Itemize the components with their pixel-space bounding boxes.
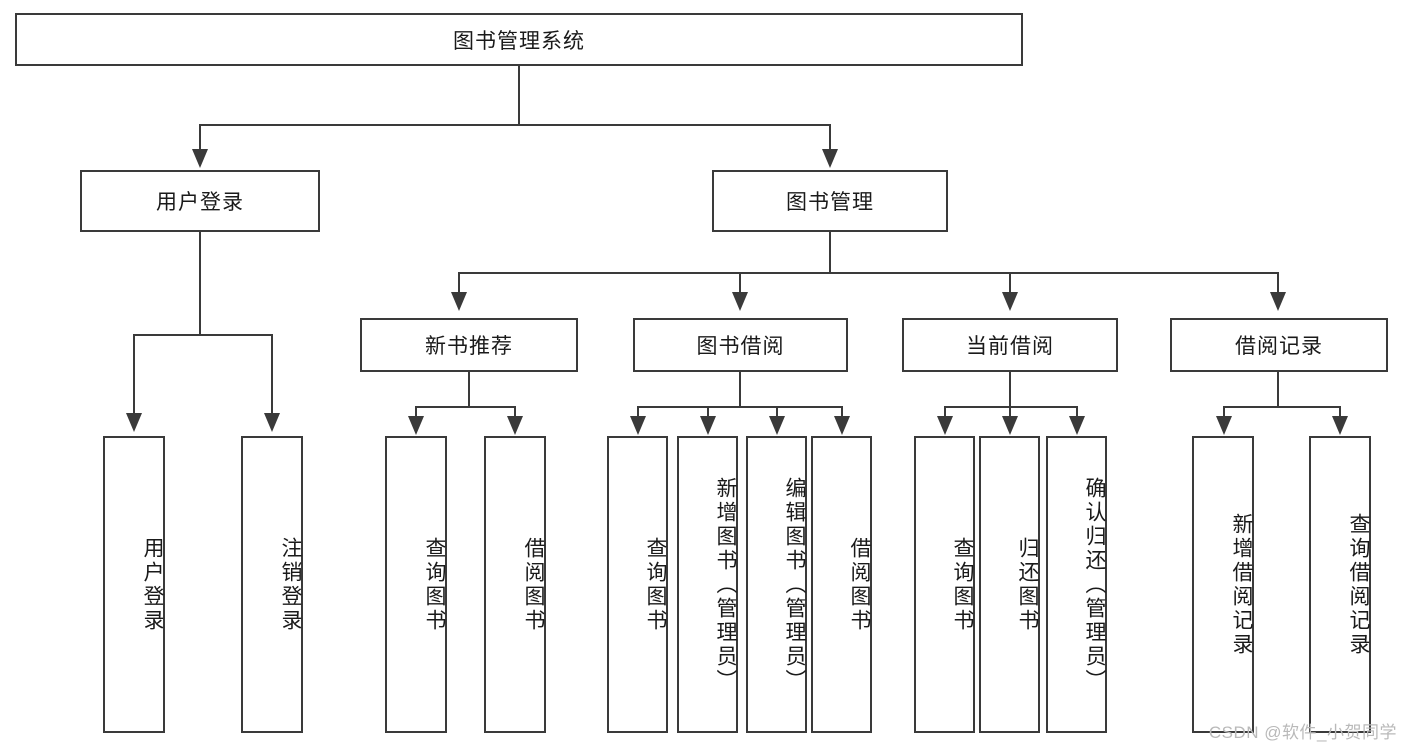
arrowhead-borrow-records-leaf-2	[1332, 416, 1348, 435]
edge-new-book-to-leaf-1	[415, 406, 417, 417]
leaf-user-login-1[interactable]: 用户登录	[103, 436, 165, 733]
node-current-borrow[interactable]: 当前借阅	[902, 318, 1118, 372]
node-book-borrow[interactable]: 图书借阅	[633, 318, 848, 372]
arrowhead-user-login-leaf-1	[126, 413, 142, 432]
node-book-management-label: 图书管理	[786, 191, 874, 214]
leaf-new-book-2-label: 借阅图书	[522, 536, 545, 633]
edge-book-borrow-to-leaf-4	[841, 406, 843, 417]
edge-borrow-records-to-leaf-2	[1339, 406, 1341, 417]
node-book-borrow-label: 图书借阅	[696, 335, 785, 358]
edge-root-to-book-mgmt	[829, 124, 831, 150]
arrowhead-root-to-book-mgmt	[822, 149, 838, 168]
node-new-book-recommend[interactable]: 新书推荐	[360, 318, 578, 372]
node-new-book-recommend-label: 新书推荐	[425, 335, 513, 358]
edge-current-borrow-to-leaf-3	[1076, 406, 1078, 417]
arrowhead-book-borrow-leaf-4	[834, 416, 850, 435]
node-current-borrow-label: 当前借阅	[966, 335, 1054, 358]
leaf-book-borrow-2[interactable]: 新增图书（管理员）	[677, 436, 738, 733]
leaf-book-borrow-1-label: 查询图书	[644, 536, 667, 633]
arrowhead-borrow-records-leaf-1	[1216, 416, 1232, 435]
edge-book-borrow-bus	[637, 406, 843, 408]
edge-new-book-stem	[468, 372, 470, 407]
edge-book-borrow-to-leaf-2	[707, 406, 709, 417]
edge-book-mgmt-to-new-book	[458, 272, 460, 293]
arrowhead-book-borrow-leaf-2	[700, 416, 716, 435]
edge-root-stem	[518, 66, 520, 125]
edge-user-login-stem	[199, 232, 201, 335]
edge-root-bus	[199, 124, 831, 126]
leaf-borrow-records-2[interactable]: 查询借阅记录	[1309, 436, 1371, 733]
node-borrow-records-label: 借阅记录	[1235, 335, 1323, 358]
edge-user-login-to-leaf-2	[271, 334, 273, 414]
edge-new-book-bus	[415, 406, 516, 408]
arrowhead-current-borrow-leaf-2	[1002, 416, 1018, 435]
leaf-current-borrow-1[interactable]: 查询图书	[914, 436, 975, 733]
leaf-new-book-1[interactable]: 查询图书	[385, 436, 447, 733]
leaf-book-borrow-4[interactable]: 借阅图书	[811, 436, 872, 733]
edge-book-mgmt-to-borrow	[739, 272, 741, 293]
leaf-book-borrow-3[interactable]: 编辑图书（管理员）	[746, 436, 807, 733]
leaf-book-borrow-2-label: 新增图书（管理员）	[714, 476, 737, 693]
node-user-login[interactable]: 用户登录	[80, 170, 320, 232]
leaf-book-borrow-1[interactable]: 查询图书	[607, 436, 668, 733]
node-root-label: 图书管理系统	[453, 29, 585, 53]
arrowhead-book-mgmt-records	[1270, 292, 1286, 311]
leaf-user-login-2[interactable]: 注销登录	[241, 436, 303, 733]
leaf-current-borrow-2[interactable]: 归还图书	[979, 436, 1040, 733]
arrowhead-current-borrow-leaf-3	[1069, 416, 1085, 435]
leaf-borrow-records-1-label: 新增借阅记录	[1230, 512, 1253, 657]
edge-new-book-to-leaf-2	[514, 406, 516, 417]
edge-book-borrow-to-leaf-1	[637, 406, 639, 417]
edge-root-to-user-login	[199, 124, 201, 150]
edge-current-borrow-bus	[944, 406, 1078, 408]
leaf-current-borrow-3-label: 确认归还（管理员）	[1083, 476, 1106, 693]
leaf-user-login-2-label: 注销登录	[279, 536, 302, 633]
leaf-new-book-2[interactable]: 借阅图书	[484, 436, 546, 733]
arrowhead-book-mgmt-borrow	[732, 292, 748, 311]
edge-current-borrow-to-leaf-1	[944, 406, 946, 417]
leaf-current-borrow-1-label: 查询图书	[951, 536, 974, 633]
arrowhead-book-borrow-leaf-1	[630, 416, 646, 435]
edge-book-mgmt-bus	[458, 272, 1279, 274]
leaf-user-login-1-label: 用户登录	[141, 536, 164, 633]
arrowhead-root-to-user-login	[192, 149, 208, 168]
edge-borrow-records-to-leaf-1	[1223, 406, 1225, 417]
arrowhead-new-book-leaf-2	[507, 416, 523, 435]
node-root[interactable]: 图书管理系统	[15, 13, 1023, 66]
node-book-management[interactable]: 图书管理	[712, 170, 948, 232]
leaf-borrow-records-1[interactable]: 新增借阅记录	[1192, 436, 1254, 733]
edge-book-mgmt-to-records	[1277, 272, 1279, 293]
arrowhead-book-mgmt-current	[1002, 292, 1018, 311]
edge-book-mgmt-stem	[829, 232, 831, 273]
node-borrow-records[interactable]: 借阅记录	[1170, 318, 1388, 372]
leaf-new-book-1-label: 查询图书	[423, 536, 446, 633]
edge-user-login-bus	[133, 334, 273, 336]
arrowhead-current-borrow-leaf-1	[937, 416, 953, 435]
node-user-login-label: 用户登录	[156, 191, 244, 214]
arrowhead-book-mgmt-new-book	[451, 292, 467, 311]
leaf-borrow-records-2-label: 查询借阅记录	[1347, 512, 1370, 657]
edge-user-login-to-leaf-1	[133, 334, 135, 414]
edge-current-borrow-stem	[1009, 372, 1011, 407]
leaf-book-borrow-3-label: 编辑图书（管理员）	[783, 476, 806, 693]
arrowhead-book-borrow-leaf-3	[769, 416, 785, 435]
edge-borrow-records-stem	[1277, 372, 1279, 407]
leaf-book-borrow-4-label: 借阅图书	[848, 536, 871, 633]
edge-book-borrow-stem	[739, 372, 741, 407]
edge-book-borrow-to-leaf-3	[776, 406, 778, 417]
leaf-current-borrow-3[interactable]: 确认归还（管理员）	[1046, 436, 1107, 733]
edge-current-borrow-to-leaf-2	[1009, 406, 1011, 417]
edge-borrow-records-bus	[1223, 406, 1341, 408]
edge-book-mgmt-to-current	[1009, 272, 1011, 293]
leaf-current-borrow-2-label: 归还图书	[1016, 536, 1039, 633]
arrowhead-user-login-leaf-2	[264, 413, 280, 432]
watermark: CSDN @软件_小贺同学	[1208, 723, 1397, 742]
arrowhead-new-book-leaf-1	[408, 416, 424, 435]
